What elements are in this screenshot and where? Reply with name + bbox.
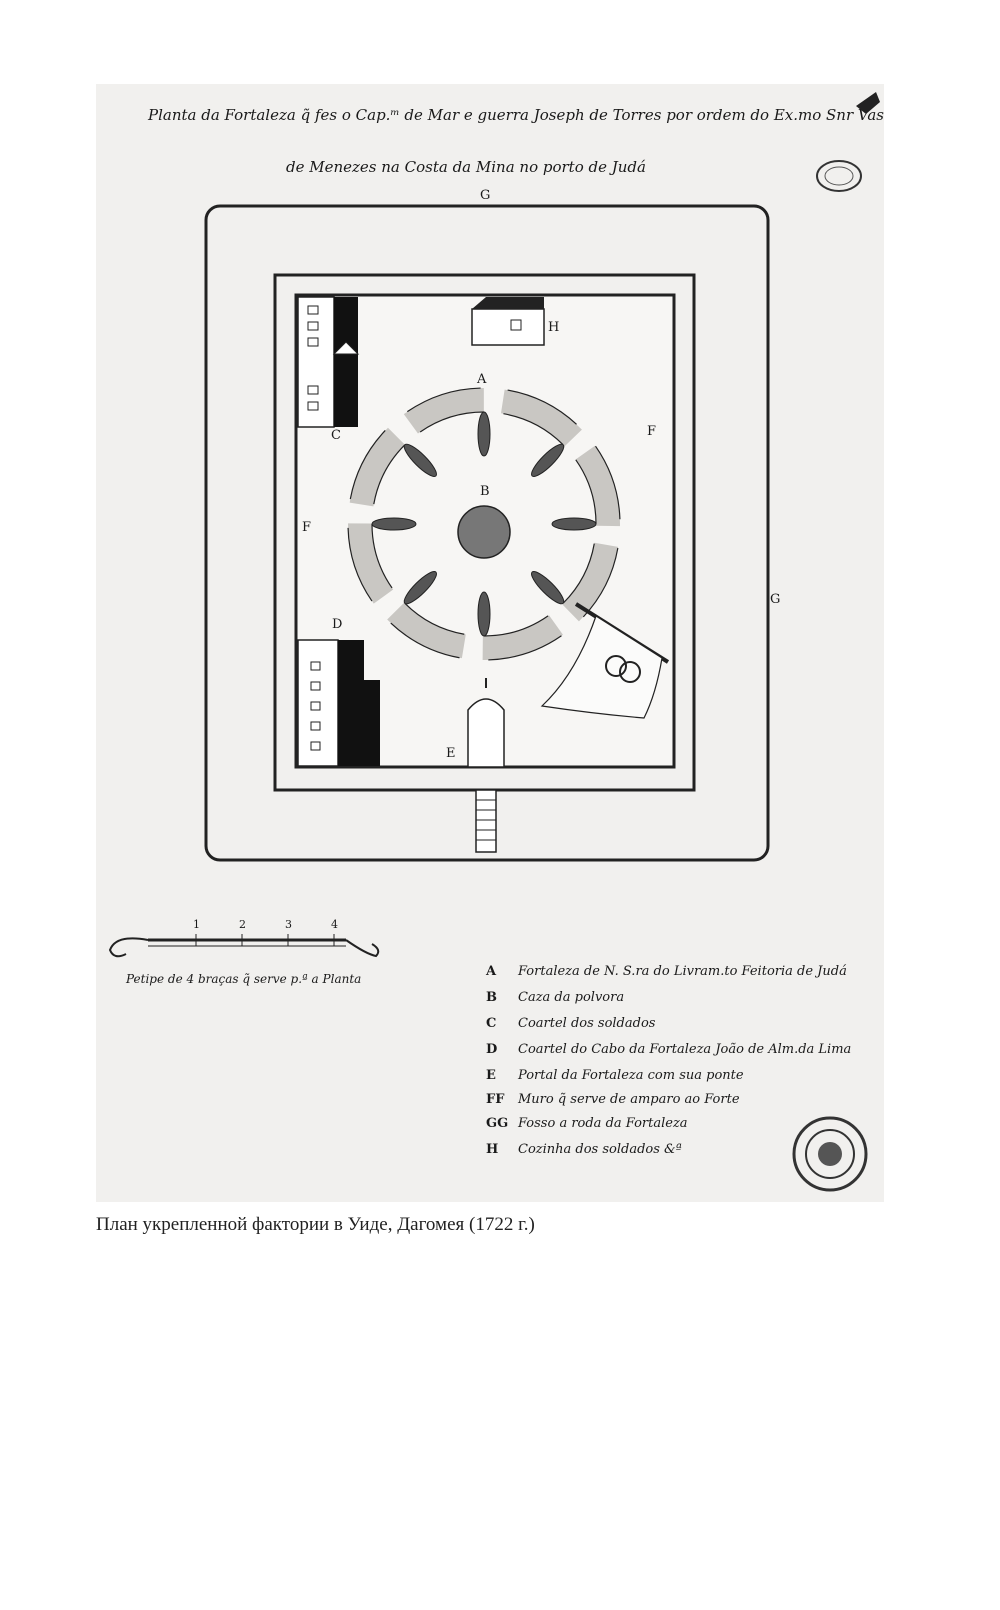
legend-key: C xyxy=(486,1016,497,1031)
circular-battery xyxy=(347,387,621,661)
label-a: A xyxy=(477,372,487,387)
legend-row: FF Muro q̃ serve de amparo ao Forte xyxy=(486,1092,740,1107)
legend-text: Cozinha dos soldados &ª xyxy=(518,1142,682,1157)
label-e: E xyxy=(446,746,456,761)
scale-label: Petipe de 4 braças q̃ serve p.ª a Planta xyxy=(126,972,362,986)
legend-row: D Coartel do Cabo da Fortaleza João de Al… xyxy=(486,1042,851,1057)
label-g-right: G xyxy=(770,592,781,607)
legend-text: Coartel dos soldados xyxy=(518,1016,656,1031)
legend-text: Fosso a roda da Fortaleza xyxy=(518,1116,688,1131)
legend-key: H xyxy=(486,1142,499,1157)
commander-quarters xyxy=(297,639,380,767)
legend-key: GG xyxy=(486,1116,509,1131)
legend-text: Coartel do Cabo da Fortaleza João de Alm… xyxy=(518,1042,852,1057)
label-f-left: F xyxy=(302,520,312,535)
scale-tick-1: 1 xyxy=(193,918,200,931)
legend-key: FF xyxy=(486,1092,505,1107)
manuscript-plan: Planta da Fortaleza q̃ fes o Cap.ᵐ de Ma… xyxy=(96,84,884,1202)
kitchen-building xyxy=(471,297,545,346)
label-d: D xyxy=(332,617,343,632)
legend-row: B Caza da polvora xyxy=(486,990,624,1005)
label-h: H xyxy=(548,320,560,335)
legend-row: E Portal da Fortaleza com sua ponte xyxy=(486,1068,744,1083)
legend-row: C Coartel dos soldados xyxy=(486,1016,655,1031)
legend-text: Fortaleza de N. S.ra do Livram.to Feitor… xyxy=(518,964,847,979)
legend-text: Portal da Fortaleza com sua ponte xyxy=(518,1068,744,1083)
plan-title-line-2: de Menezes na Costa da Mina no porto de … xyxy=(286,158,646,176)
scale-tick-2: 2 xyxy=(239,918,246,931)
legend-key: E xyxy=(486,1068,496,1083)
library-stamp-top xyxy=(816,160,862,192)
legend-text: Muro q̃ serve de amparo ao Forte xyxy=(518,1092,740,1107)
label-c: C xyxy=(331,428,341,443)
portuguese-flag xyxy=(540,602,670,719)
moat-outline xyxy=(204,204,770,862)
legend-row: H Cozinha dos soldados &ª xyxy=(486,1142,682,1157)
scale-bar xyxy=(108,934,380,958)
cannons xyxy=(371,411,597,637)
soldiers-barracks xyxy=(297,296,360,428)
legend-text: Caza da polvora xyxy=(518,990,625,1005)
label-f-right: F xyxy=(647,424,657,439)
legend-row: A Fortaleza de N. S.ra do Livram.to Feito… xyxy=(486,964,847,979)
legend-key: D xyxy=(486,1042,498,1057)
plan-title-line-1: Planta da Fortaleza q̃ fes o Cap.ᵐ de Ma… xyxy=(148,106,884,124)
figure-caption: План укрепленной фактории в Уиде, Дагоме… xyxy=(96,1214,535,1235)
legend-row: GG Fosso a roda da Fortaleza xyxy=(486,1116,688,1131)
fortress-drawing xyxy=(108,92,880,1192)
library-stamp-bottom xyxy=(792,1116,868,1192)
scale-tick-3: 3 xyxy=(285,918,292,931)
label-b: B xyxy=(480,484,490,499)
legend-key: B xyxy=(486,990,497,1005)
legend-key: A xyxy=(486,964,497,979)
gate-and-bridge xyxy=(467,678,505,853)
powder-house xyxy=(457,505,511,559)
quill-mark xyxy=(856,92,880,114)
scale-tick-4: 4 xyxy=(331,918,338,931)
label-g-top: G xyxy=(480,188,491,203)
